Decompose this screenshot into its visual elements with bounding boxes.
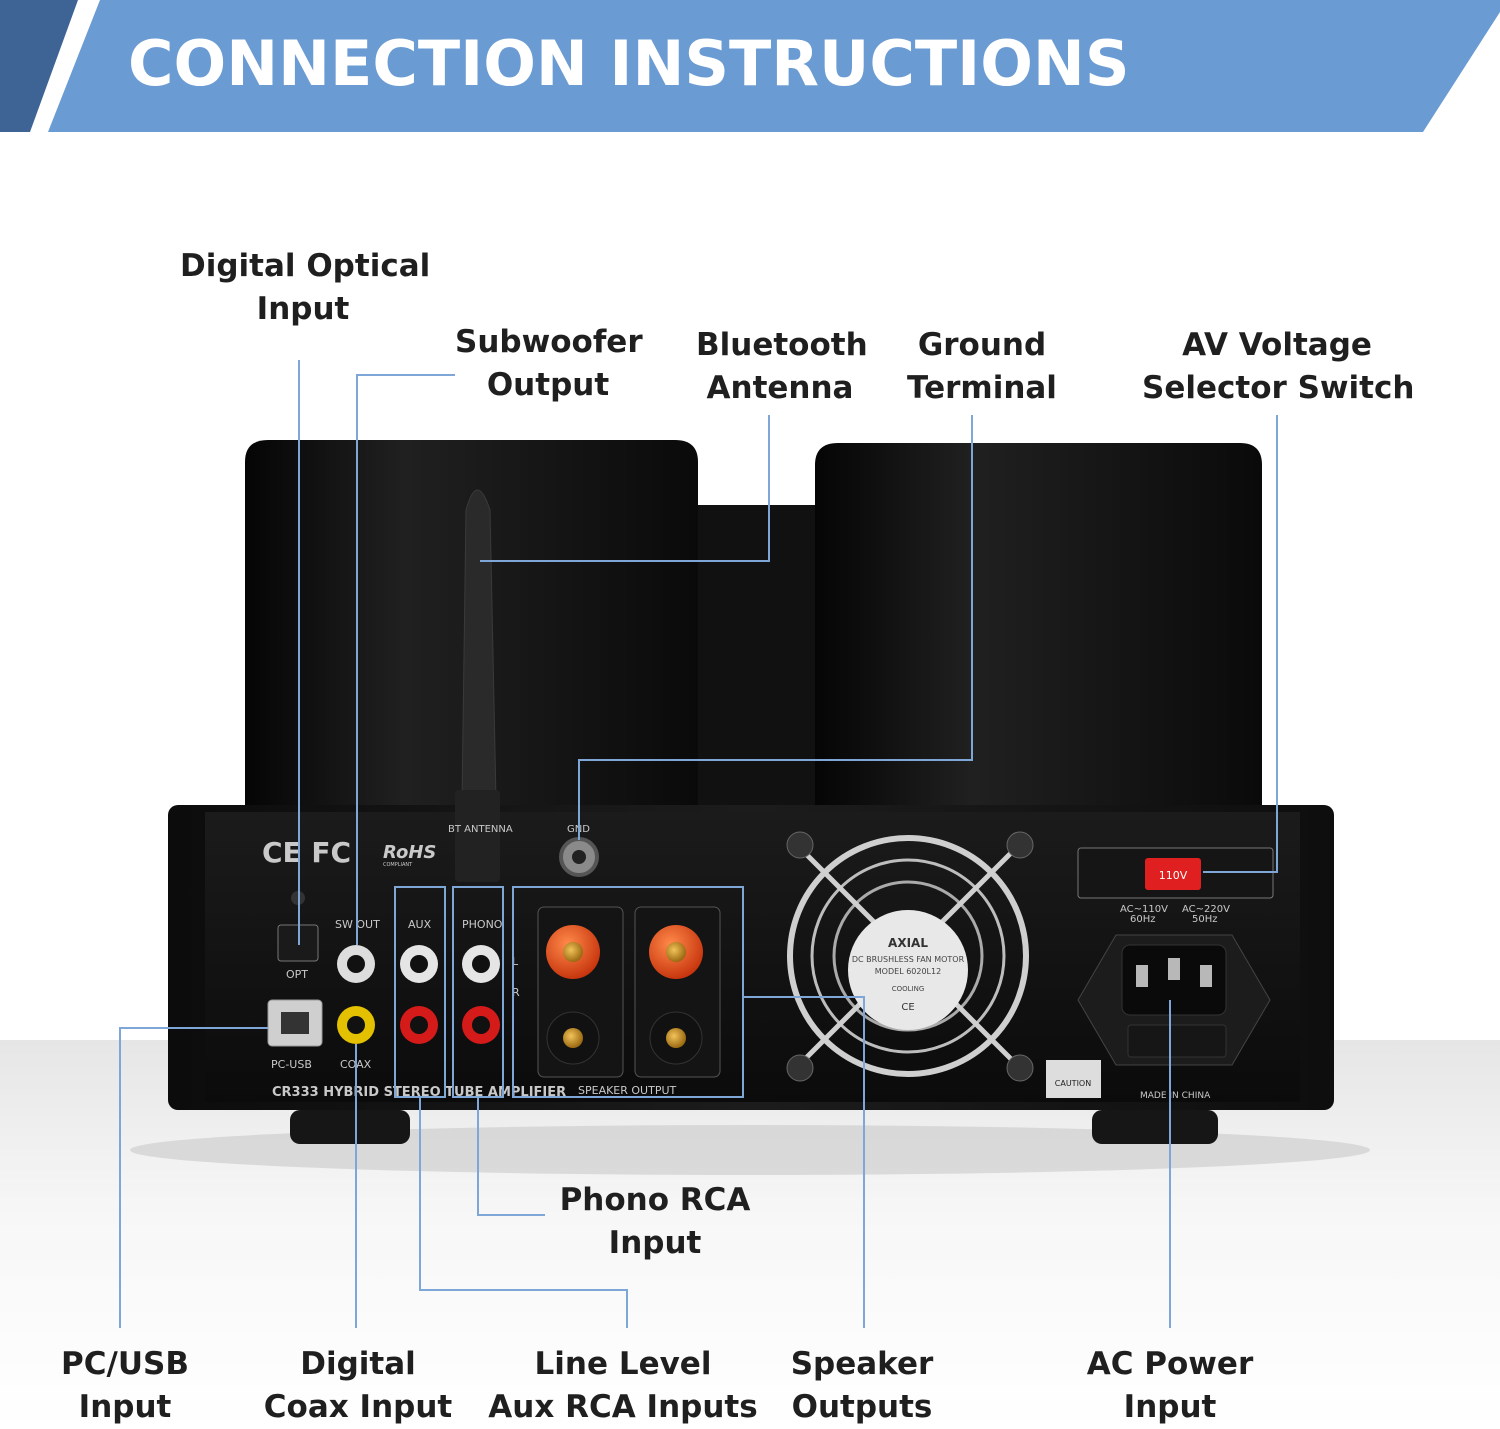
ac110-label: AC~110V [1120, 904, 1168, 915]
ground-terminal [559, 837, 599, 877]
opt-label: OPT [286, 968, 308, 981]
voltage-plate [1077, 847, 1274, 899]
phono-jack-white [462, 945, 500, 983]
voltage-switch [1145, 858, 1201, 890]
coax-jack [337, 1006, 375, 1044]
title-banner [0, 0, 1500, 132]
rear-center-block [698, 505, 816, 805]
fan-ce: CE [901, 1002, 914, 1013]
ac220-label: AC~220V [1182, 904, 1230, 915]
speaker-r-label: R [512, 986, 520, 999]
aux-jack-white [400, 945, 438, 983]
phono-jack-red [462, 1006, 500, 1044]
power-socket [1121, 944, 1227, 1016]
speaker-l-label: L [512, 955, 519, 968]
aux-jack-red [400, 1006, 438, 1044]
hz60-label: 60Hz [1130, 914, 1156, 925]
rohs-mark: RoHS [383, 842, 436, 863]
left-transformer-cover [245, 440, 698, 805]
fan-text-3: COOLING [892, 985, 925, 993]
hz50-label: 50Hz [1192, 914, 1218, 925]
rohs-sub: COMPLIANT [383, 862, 413, 868]
banner-background [48, 0, 1500, 132]
fan-hub-label [848, 910, 968, 1030]
banner-accent-stripe [0, 0, 78, 132]
aux-label: AUX [408, 918, 432, 931]
phono-label: PHONO [462, 918, 503, 931]
switch-label: 110V [1159, 869, 1188, 882]
gnd-label: GND [567, 824, 590, 835]
right-transformer-cover [815, 443, 1262, 805]
cert-marks: CE FC [262, 836, 351, 869]
optical-port [277, 924, 319, 962]
antenna-label: BT ANTENNA [448, 824, 513, 835]
subwoofer-jack [337, 945, 375, 983]
page-title: CONNECTION INSTRUCTIONS [128, 27, 1130, 100]
speaker-post-red-2 [649, 925, 703, 979]
fan-ring [787, 835, 1029, 1077]
speaker-post-red-1 [546, 925, 600, 979]
fan-brand: AXIAL [888, 936, 928, 950]
fan-screw [1006, 831, 1034, 859]
sw-out-label: SW OUT [335, 918, 380, 931]
screw [291, 891, 305, 905]
fan-text-1: DC BRUSHLESS FAN MOTOR [852, 955, 965, 964]
fan-screw [786, 831, 814, 859]
fan-text-2: MODEL 6020L12 [875, 967, 941, 976]
antenna-icon [461, 489, 497, 801]
antenna-base [455, 790, 500, 882]
